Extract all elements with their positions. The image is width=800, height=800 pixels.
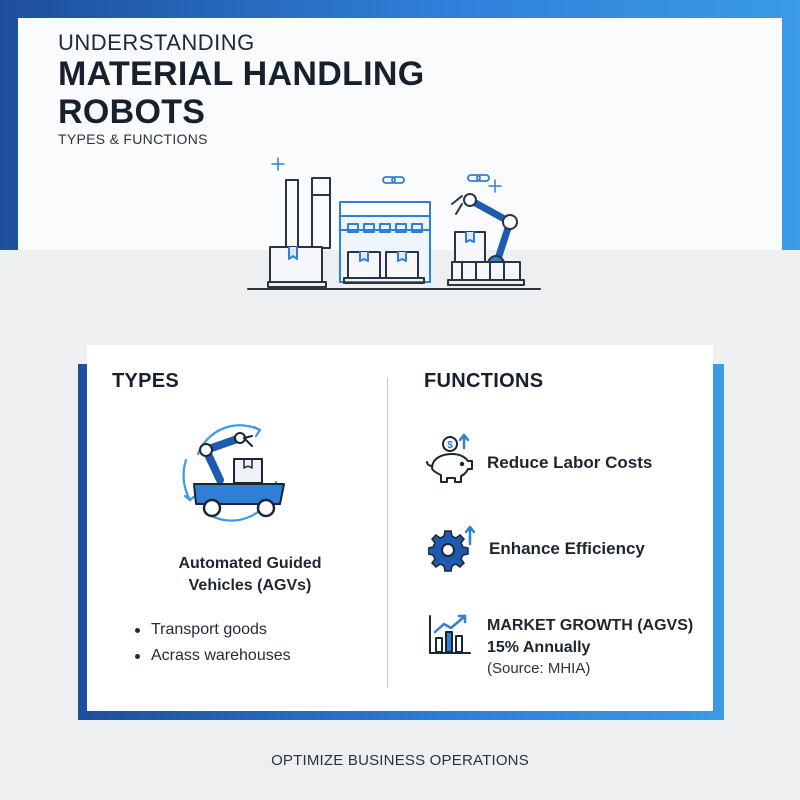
agv-robot-icon [182, 424, 285, 522]
types-heading: TYPES [112, 370, 180, 392]
bar-chart-icon [429, 614, 471, 654]
functions-heading: FUNCTIONS [424, 370, 544, 392]
market-growth-label: MARKET GROWTH (AGVS) [487, 617, 694, 634]
piggy-bank-icon: $ [426, 433, 473, 483]
footer-tagline: OPTIMIZE BUSINESS OPERATIONS [271, 752, 529, 769]
function-label-reduce-costs: Reduce Labor Costs [487, 453, 653, 472]
bullet-item: Transport goods [133, 617, 291, 643]
agv-title-line-1: Automated Guided [178, 555, 322, 572]
title-line-2: ROBOTS [58, 93, 206, 131]
page-title: MATERIAL HANDLING ROBOTS [58, 55, 424, 131]
title-line-1: MATERIAL HANDLING [58, 55, 425, 93]
gear-icon [428, 525, 476, 572]
bullet-item: Acrass warehouses [133, 643, 291, 669]
market-growth-source: (Source: MHIA) [487, 660, 591, 677]
info-card [87, 345, 713, 711]
link-icon [382, 174, 490, 184]
function-label-efficiency: Enhance Efficiency [489, 539, 645, 558]
column-divider [387, 378, 388, 688]
factory-illustration [247, 157, 541, 290]
agv-title-line-2: Vehicles (AGVs) [188, 577, 312, 594]
market-growth-value: 15% Annually [487, 639, 591, 656]
svg-text:$: $ [447, 440, 453, 451]
agv-title: Automated Guided Vehicles (AGVs) [130, 553, 370, 597]
market-growth: MARKET GROWTH (AGVS) 15% Annually [487, 615, 693, 659]
agv-bullet-list: Transport goods Acrass warehouses [133, 617, 291, 669]
eyebrow-text: UNDERSTANDING [58, 30, 255, 55]
page-subtitle: TYPES & FUNCTIONS [58, 131, 208, 147]
sparkle-icon [271, 157, 502, 193]
